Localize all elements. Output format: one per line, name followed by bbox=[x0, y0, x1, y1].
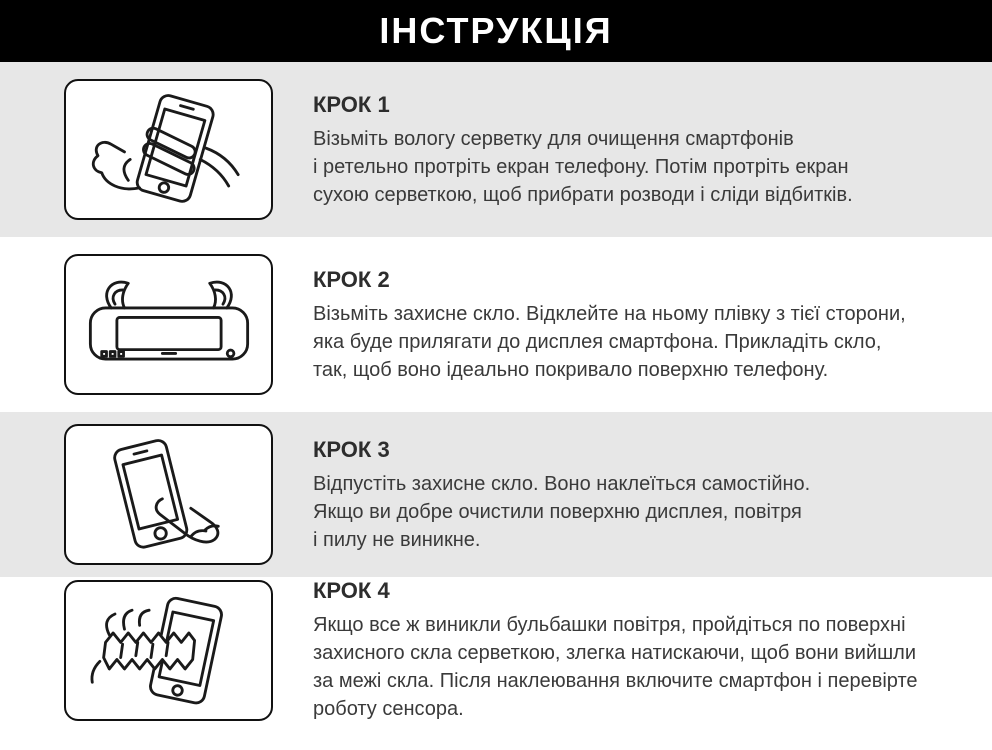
step-2-illustration bbox=[64, 254, 273, 395]
step-2-heading: КРОК 2 bbox=[313, 266, 390, 292]
step-2-text: КРОК 2 Візьміть захисне скло. Відклейте … bbox=[313, 266, 906, 384]
peel-film-icon bbox=[88, 280, 249, 361]
step-3-line-1: Відпустіть захисне скло. Воно наклеїться… bbox=[313, 472, 811, 495]
step-1-heading: КРОК 1 bbox=[313, 91, 390, 117]
wipe-phone-icon bbox=[91, 93, 240, 203]
step-3-text: КРОК 3 Відпустіть захисне скло. Воно нак… bbox=[313, 436, 810, 554]
step-3-row: КРОК 3 Відпустіть захисне скло. Воно нак… bbox=[0, 412, 992, 577]
step-2-row: КРОК 2 Візьміть захисне скло. Відклейте … bbox=[0, 237, 992, 412]
step-3-heading: КРОК 3 bbox=[313, 436, 390, 462]
step-2-line-2: яка буде прилягати до дисплея смартфона.… bbox=[313, 330, 882, 353]
press-finger-icon bbox=[112, 438, 220, 549]
step-1-line-2: і ретельно протріть екран телефону. Поті… bbox=[313, 155, 849, 178]
step-1-line-1: Візьміть вологу серветку для очищення см… bbox=[313, 127, 794, 150]
step-4-row: КРОК 4 Якщо все ж виникли бульбашки пові… bbox=[0, 577, 992, 723]
instruction-sheet: ІНСТРУКЦІЯ КРОК 1 Візьміть вологу bbox=[0, 0, 992, 723]
step-1-illustration bbox=[64, 79, 273, 220]
step-3-line-2: Якщо ви добре очистили поверхню дисплея,… bbox=[313, 500, 802, 523]
step-4-text: КРОК 4 Якщо все ж виникли бульбашки пові… bbox=[313, 577, 918, 723]
step-2-line-3: так, щоб воно ідеально покривало поверхн… bbox=[313, 358, 829, 381]
step-4-heading: КРОК 4 bbox=[313, 578, 390, 603]
step-4-line-4: роботу сенсора. bbox=[313, 698, 464, 720]
step-3-illustration bbox=[64, 424, 273, 565]
step-1-row: КРОК 1 Візьміть вологу серветку для очищ… bbox=[0, 62, 992, 237]
step-4-illustration bbox=[64, 579, 273, 721]
step-1-line-3: сухою серветкою, щоб прибрати розводи і … bbox=[313, 183, 853, 206]
step-4-line-3: за межі скла. Після наклеювання включите… bbox=[313, 670, 918, 692]
smooth-cloth-icon bbox=[90, 596, 223, 705]
step-4-line-2: захисного скла серветкою, злегка натиска… bbox=[313, 642, 917, 664]
step-3-line-3: і пилу не виникне. bbox=[313, 528, 481, 551]
page-title: ІНСТРУКЦІЯ bbox=[379, 10, 613, 51]
header-bar: ІНСТРУКЦІЯ bbox=[0, 0, 992, 62]
step-2-line-1: Візьміть захисне скло. Відклейте на ньом… bbox=[313, 302, 906, 325]
step-1-text: КРОК 1 Візьміть вологу серветку для очищ… bbox=[313, 91, 853, 209]
step-4-line-1: Якщо все ж виникли бульбашки повітря, пр… bbox=[313, 614, 906, 636]
